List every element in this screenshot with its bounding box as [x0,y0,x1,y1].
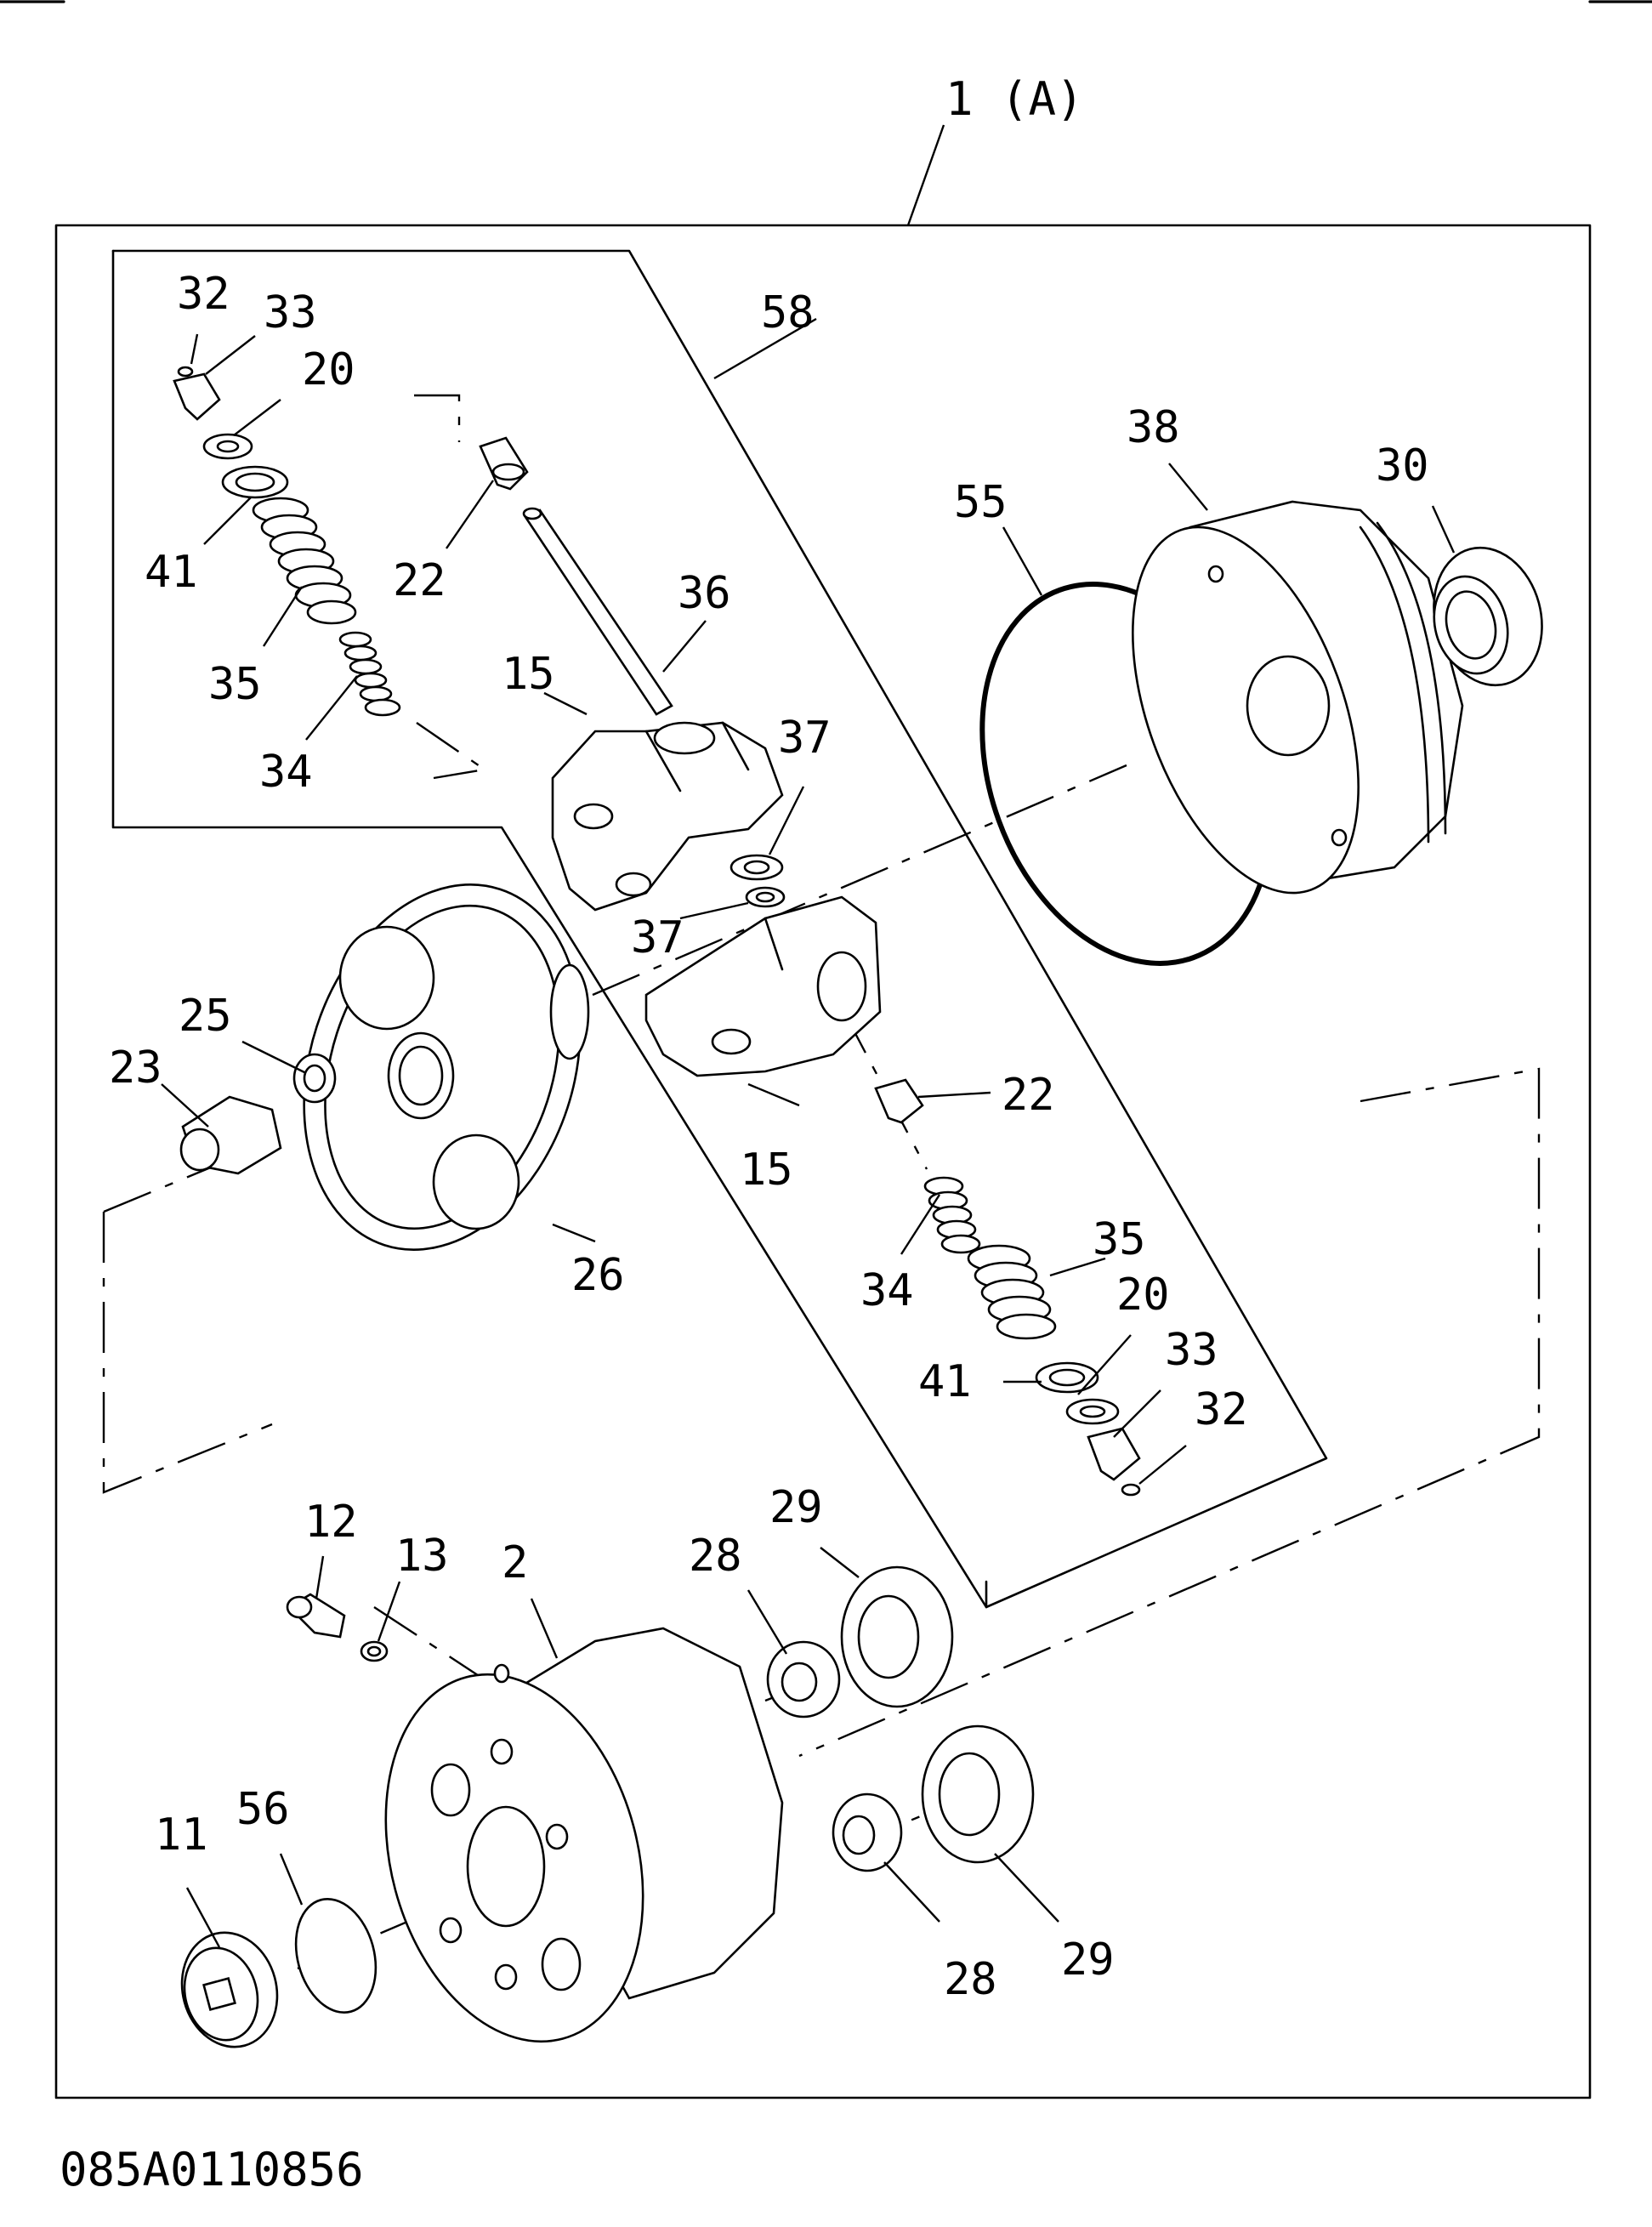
callout-41-upper: 41 [145,547,198,598]
callout-41-lower: 41 [918,1356,972,1407]
subassembly-58-boundary-left [111,249,988,1609]
body-2 [384,1627,784,2043]
callout-28-upper: 28 [689,1531,742,1582]
callout-leaders [161,317,1456,1948]
assembly-label: 1 (A) [945,72,1084,126]
seal-30 [1433,546,1543,687]
subassembly-58-boundary [111,249,1328,1609]
plate-26 [303,883,590,1251]
callout-37-upper: 37 [778,713,832,764]
assembly-leader [906,124,945,226]
callout-22-upper: 22 [393,555,446,606]
callout-28-lower: 28 [944,1954,997,2005]
callout-22-lower: 22 [1002,1070,1055,1121]
callout-33-upper: 33 [264,287,317,338]
upper-pin-and-rod [479,436,673,716]
callout-34-lower: 34 [860,1265,914,1316]
screw-12-washer-13 [286,1593,389,1662]
spools-and-sleeves [766,1565,1035,1872]
callout-35-lower: 35 [1093,1214,1146,1265]
upper-valve-block [551,721,784,912]
center-line-left-bracket [102,1212,273,1494]
callout-2: 2 [502,1537,528,1588]
callout-38: 38 [1127,402,1180,453]
callout-55: 55 [954,477,1008,528]
callout-29-lower: 29 [1061,1934,1115,1986]
washers-37 [729,854,786,908]
plug-11-oring-56 [180,1897,378,2048]
callout-23: 23 [109,1042,162,1094]
center-line-cap [103,1163,218,1213]
callout-26: 26 [571,1250,625,1301]
callout-58: 58 [761,287,815,338]
callout-25: 25 [179,991,232,1042]
washer-25-plug-23 [179,1053,337,1175]
callout-56: 56 [236,1784,290,1835]
center-line-pin-top [414,394,461,442]
drawing-number: 085A0110856 [60,2143,364,2196]
callout-37-lower: 37 [631,912,684,963]
center-line-main [592,764,1127,997]
callout-29-upper: 29 [769,1482,823,1533]
callout-15-lower: 15 [740,1145,793,1196]
upper-spring-stack [173,366,401,717]
lower-spring-stack [874,1078,1141,1497]
callout-30: 30 [1376,440,1429,491]
callout-labels: 32 33 20 41 35 34 22 36 15 37 37 58 55 3… [109,269,1429,2005]
callout-36: 36 [678,568,731,619]
callout-20-lower: 20 [1116,1270,1170,1321]
assembly-frame [54,224,1592,2099]
callout-34-upper: 34 [259,747,313,798]
callout-33-lower: 33 [1165,1325,1218,1376]
callout-20-upper: 20 [302,344,355,395]
callout-13: 13 [395,1531,449,1582]
callout-11: 11 [155,1809,208,1861]
callout-32-lower: 32 [1195,1384,1248,1435]
callout-35-upper: 35 [208,659,262,710]
cover-38 [1132,500,1464,895]
callout-12: 12 [304,1497,358,1548]
lower-valve-block [644,895,882,1077]
center-line-right-bracket [798,1067,1541,1758]
callout-15-upper: 15 [502,649,555,700]
center-line-pin-bottom [416,722,488,780]
callout-32-upper: 32 [177,269,230,320]
